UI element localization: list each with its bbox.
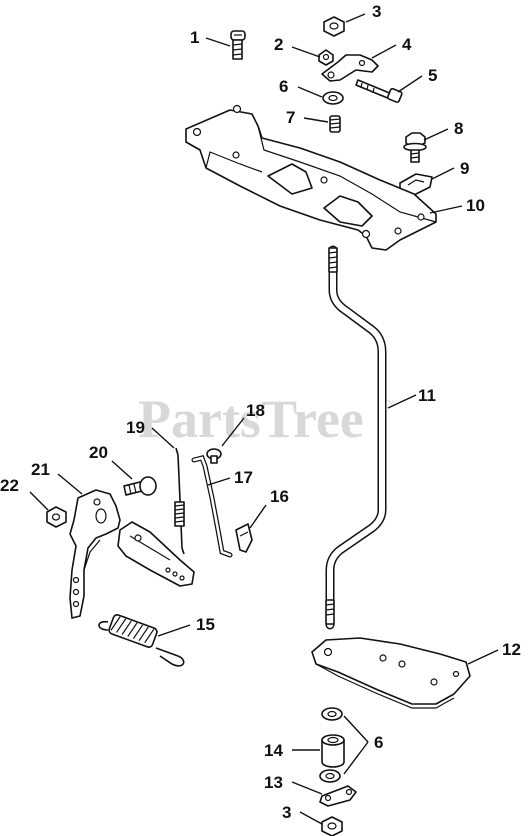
part-spring-7 <box>329 115 341 133</box>
callout-15: 15 <box>196 615 215 634</box>
part-rod-11 <box>325 245 387 630</box>
callout-2: 2 <box>274 35 283 54</box>
callout-7: 7 <box>286 108 295 127</box>
part-rod-19 <box>174 447 185 555</box>
part-nut-3-top <box>323 16 345 37</box>
part-plate-12 <box>311 637 471 709</box>
callout-22: 22 <box>0 476 19 495</box>
callout-20: 20 <box>89 443 108 462</box>
part-screw-18 <box>206 448 222 464</box>
part-nut-2 <box>318 49 334 66</box>
part-pin-20 <box>123 476 157 496</box>
part-bracket-4 <box>321 54 379 82</box>
callout-14: 14 <box>264 741 283 760</box>
callout-11: 11 <box>418 386 436 405</box>
callout-4: 4 <box>402 35 412 54</box>
callout-19: 19 <box>126 418 145 437</box>
callout-3-top: 3 <box>372 2 381 21</box>
part-nut-22 <box>46 506 67 528</box>
part-screw-1 <box>230 30 246 60</box>
part-bolt-5 <box>355 79 403 104</box>
callout-3-bottom: 3 <box>282 803 291 822</box>
callout-18: 18 <box>246 401 265 420</box>
callout-16: 16 <box>270 487 289 506</box>
callout-9: 9 <box>460 159 469 178</box>
callout-21: 21 <box>31 460 50 479</box>
callouts: 1 3 2 4 5 6 7 8 9 10 11 12 14 13 6 3 15 … <box>0 2 521 822</box>
part-spring-15 <box>98 614 185 667</box>
part-clip-16 <box>235 523 253 553</box>
part-rod-17 <box>191 455 233 558</box>
watermark: PartsTree TM <box>138 389 394 449</box>
part-washers-6-bottom <box>319 707 343 783</box>
part-washer-6-top <box>322 91 344 105</box>
leader-lines <box>29 13 499 825</box>
callout-1: 1 <box>190 28 199 47</box>
callout-6-bottom: 6 <box>374 733 383 752</box>
part-nut-3-bottom <box>321 816 343 836</box>
callout-13: 13 <box>264 773 283 792</box>
part-link-13 <box>319 785 357 807</box>
callout-8: 8 <box>454 119 463 138</box>
part-bolt-8 <box>403 132 427 163</box>
callout-5: 5 <box>428 66 437 85</box>
callout-10: 10 <box>466 196 485 215</box>
part-lever-21 <box>69 489 195 619</box>
callout-17: 17 <box>234 468 253 487</box>
callout-6-top: 6 <box>279 77 288 96</box>
part-bushing-14 <box>321 734 345 768</box>
watermark-text: PartsTree <box>138 389 364 449</box>
callout-12: 12 <box>502 640 521 659</box>
watermark-trademark: TM <box>384 400 394 407</box>
part-plate-10 <box>185 104 437 251</box>
